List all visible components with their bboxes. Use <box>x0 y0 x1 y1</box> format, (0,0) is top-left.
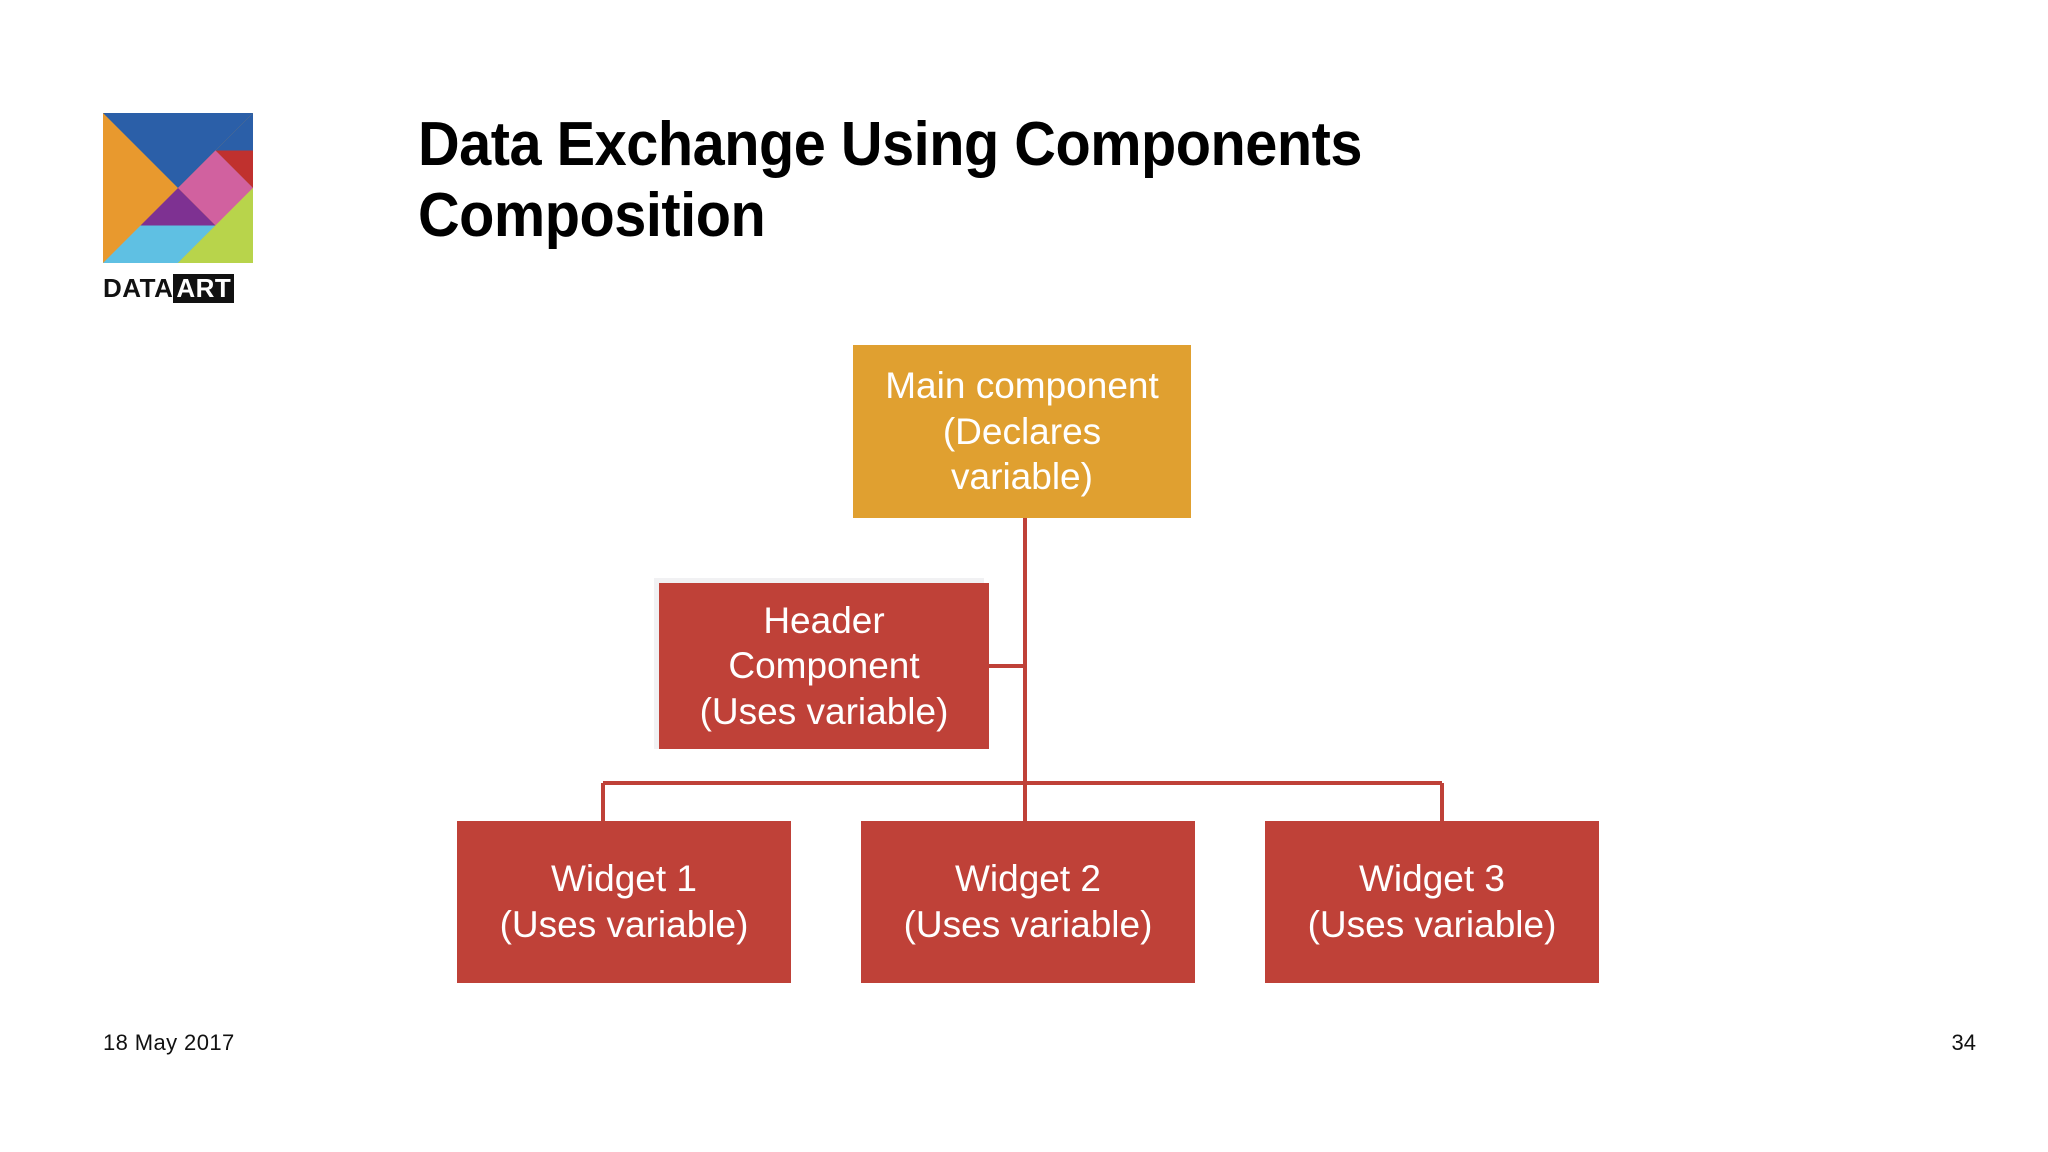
footer-date: 18 May 2017 <box>103 1030 235 1055</box>
diagram-node-widget-1[interactable]: Widget 1 (Uses variable) <box>457 821 791 983</box>
node-main-line-2: (Declares <box>942 410 1102 452</box>
page-title-line-1: Data Exchange Using Components <box>418 110 1363 179</box>
node-main-line-1: Main component <box>885 365 1159 407</box>
diagram-node-widget-3[interactable]: Widget 3 (Uses variable) <box>1265 821 1599 983</box>
page-title: Data Exchange Using Components Compositi… <box>418 110 1590 251</box>
node-widget-1-line-2: (Uses variable) <box>499 904 749 945</box>
wordmark-art: ART <box>173 273 235 303</box>
node-widget-2-line-2: (Uses variable) <box>903 904 1153 945</box>
node-header-line-1: Header <box>763 599 885 641</box>
diagram-node-widget-2[interactable]: Widget 2 (Uses variable) <box>861 821 1195 983</box>
diagram-node-main-component[interactable]: Main component (Declares variable) <box>853 345 1191 518</box>
page-title-line-2: Composition <box>418 180 766 250</box>
node-widget-3-line-2: (Uses variable) <box>1307 904 1557 945</box>
node-widget-1-line-1: Widget 1 <box>550 858 697 900</box>
node-widget-2-line-1: Widget 2 <box>954 858 1101 900</box>
node-main-line-3: variable) <box>951 456 1093 498</box>
footer-page-number: 34 <box>1951 1030 1976 1055</box>
node-header-line-2: Component <box>728 645 920 687</box>
wordmark-data: DATA <box>103 273 174 303</box>
node-header-line-3: (Uses variable) <box>699 690 949 732</box>
node-widget-3-line-1: Widget 3 <box>1358 858 1505 900</box>
tangram-logo-icon <box>103 113 253 263</box>
diagram-node-header-component[interactable]: Header Component (Uses variable) <box>659 583 989 749</box>
